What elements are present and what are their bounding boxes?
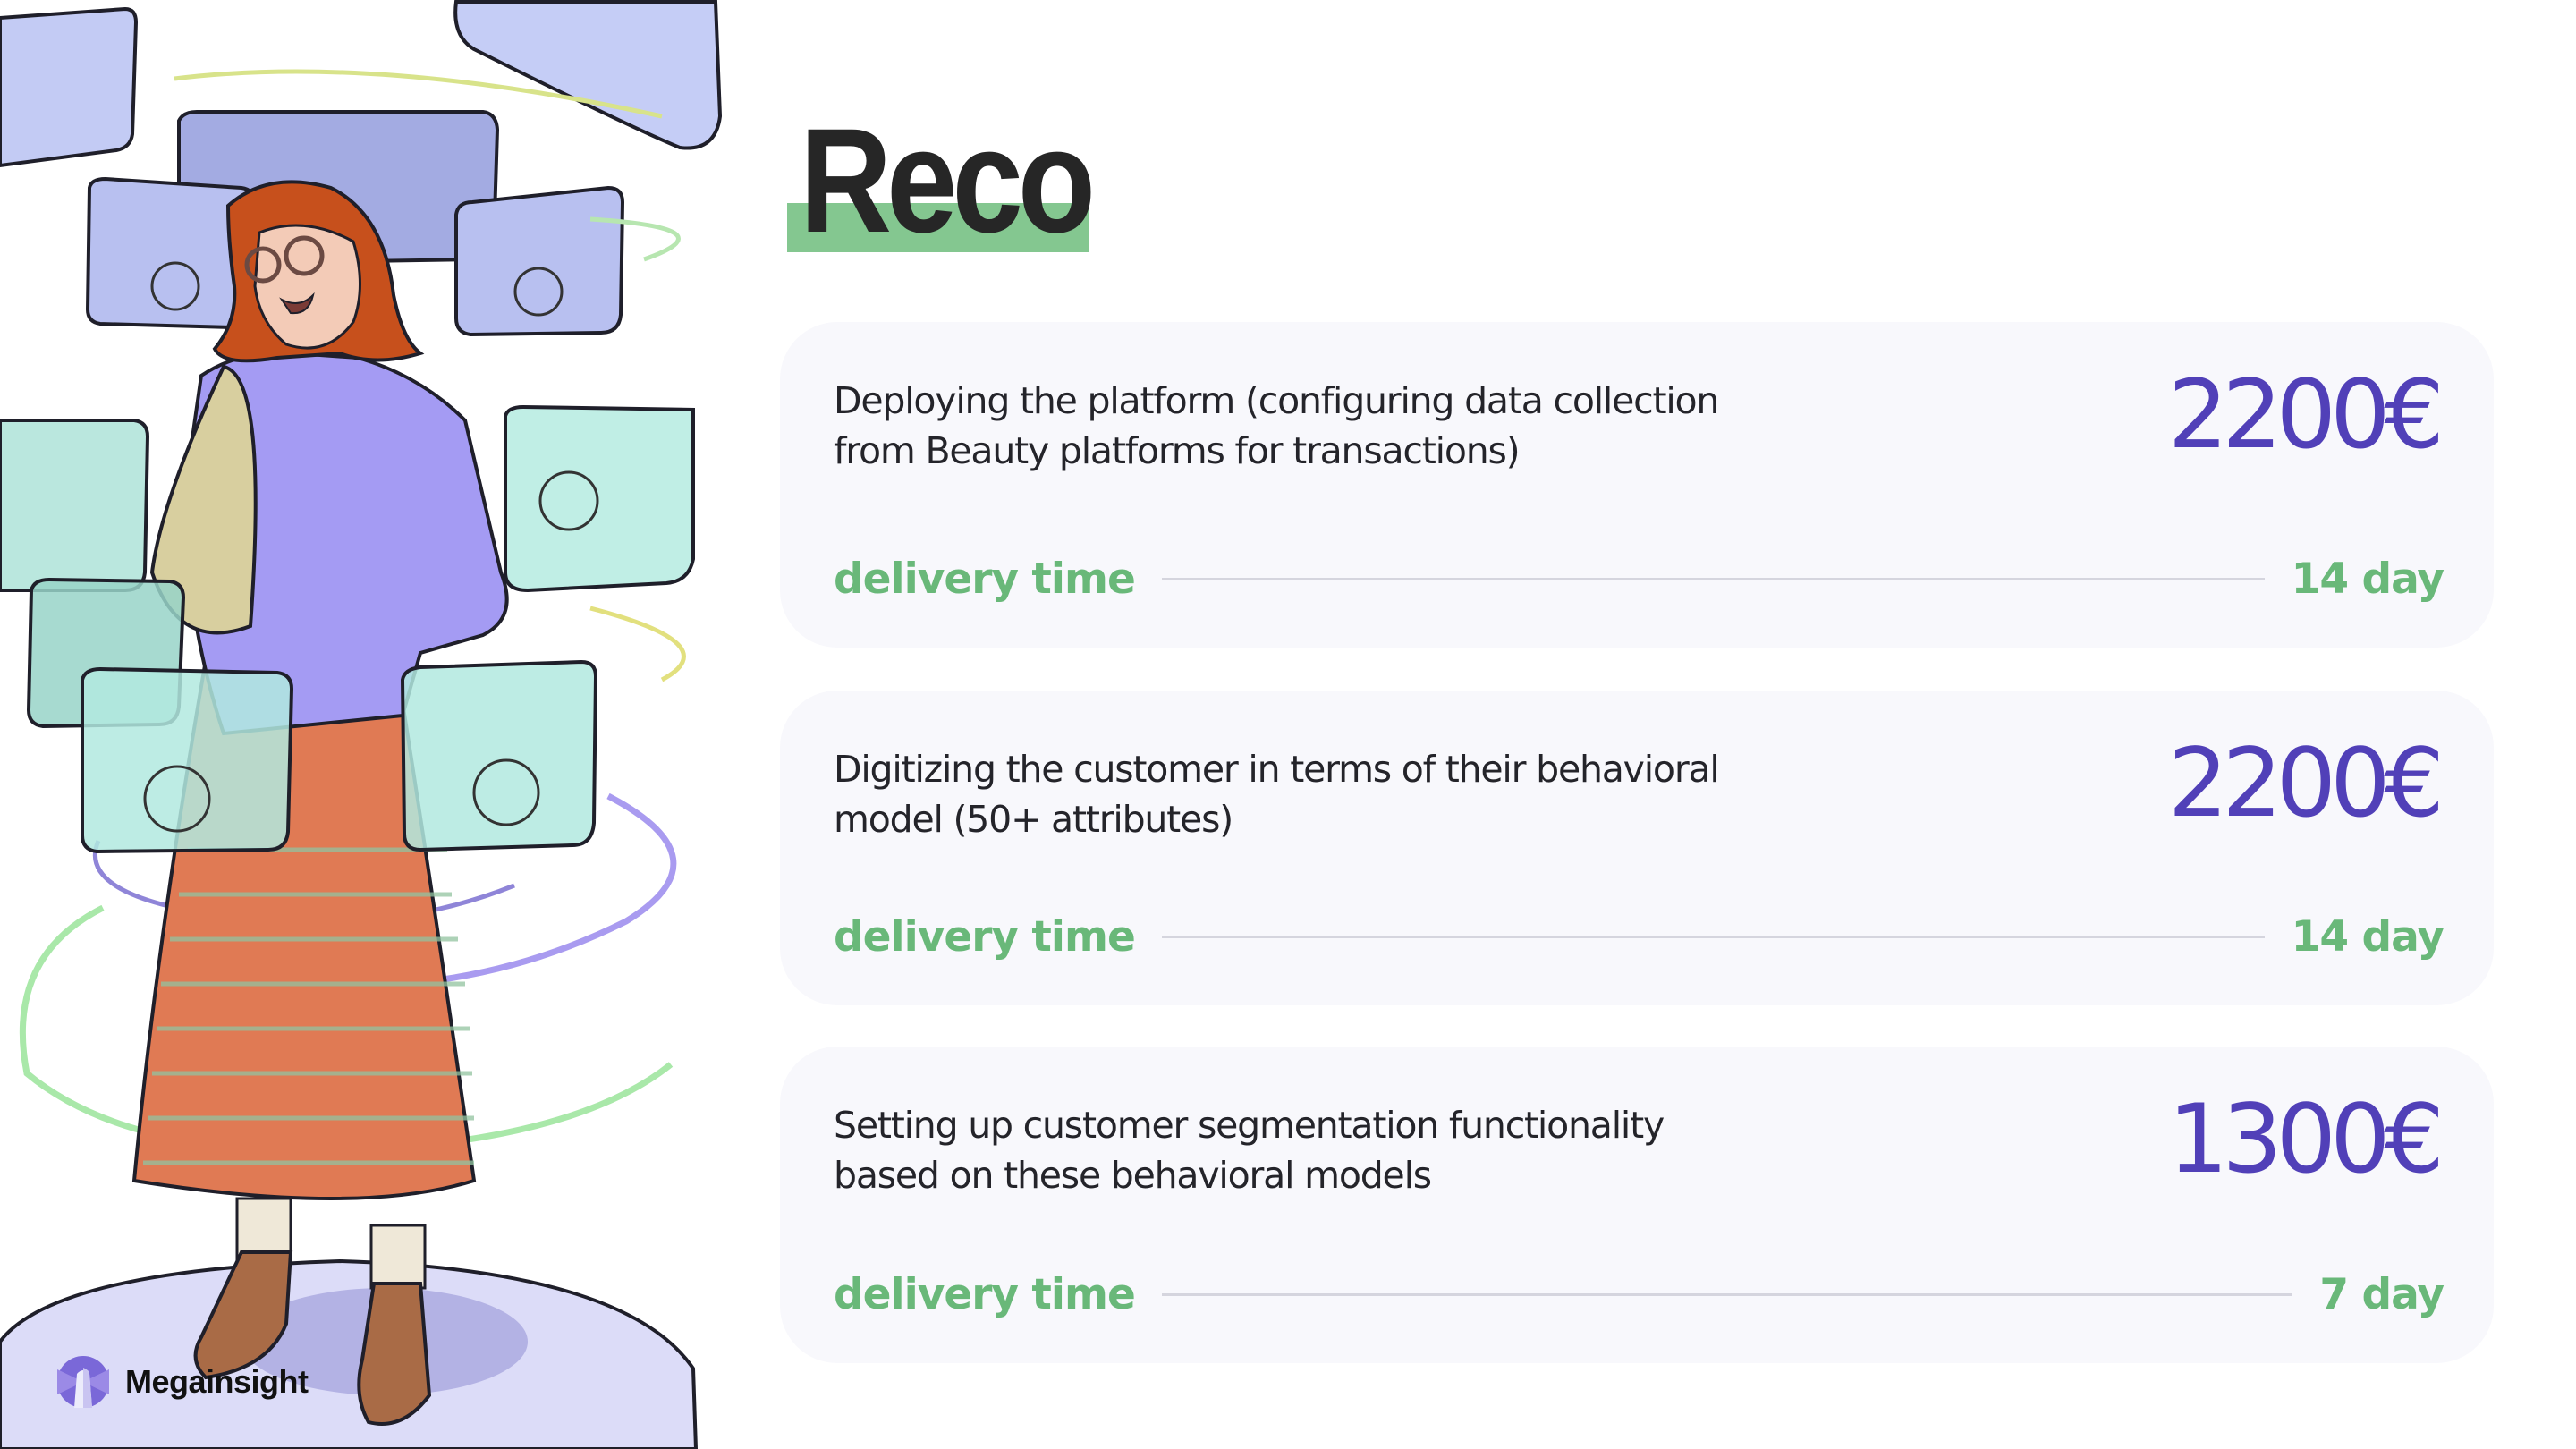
orbit-ring: [402, 792, 677, 987]
floating-panel: [0, 419, 150, 592]
floating-panel: [504, 404, 695, 593]
phone-icon: [538, 470, 599, 531]
orbit-ring: [589, 216, 681, 262]
delivery-row: delivery time 7 day: [834, 1265, 2445, 1324]
dress-pattern: [143, 847, 474, 1165]
boot: [193, 1250, 293, 1380]
glasses-lens: [244, 246, 282, 284]
laptop-icon: [143, 765, 211, 833]
people-icon: [150, 261, 200, 311]
description-line: from Beauty platforms for transactions): [834, 429, 1521, 472]
page-title: Reco: [800, 98, 1096, 264]
delivery-row: delivery time 14 day: [834, 549, 2445, 608]
floating-panel: [454, 185, 625, 337]
delivery-divider: [1161, 1292, 2293, 1296]
service-description: Setting up customer segmentation functio…: [834, 1100, 1907, 1200]
service-price: 1300€: [2167, 1084, 2445, 1194]
delivery-divider: [1161, 577, 2265, 580]
glasses-lens: [284, 235, 325, 276]
page-title-block: Reco: [787, 107, 1163, 259]
delivery-divider: [1161, 935, 2265, 938]
brand-logo: Megainsight: [57, 1356, 309, 1408]
delivery-value: 7 day: [2319, 1269, 2445, 1319]
bag-strap: [149, 364, 258, 635]
delivery-value: 14 day: [2291, 554, 2445, 604]
service-card: Digitizing the customer in terms of thei…: [780, 691, 2494, 1005]
delivery-row: delivery time 14 day: [834, 907, 2445, 966]
title-highlight-bar: [787, 203, 1089, 252]
orbit-ring: [174, 69, 663, 119]
sock: [369, 1224, 427, 1290]
floating-panel: [0, 6, 139, 168]
delivery-label: delivery time: [834, 911, 1136, 962]
hero-illustration: [0, 0, 723, 1449]
floating-panel: [453, 0, 723, 150]
service-price: 2200€: [2167, 728, 2445, 838]
brand-name: Megainsight: [125, 1363, 309, 1400]
devices-icon: [513, 267, 564, 317]
boot: [357, 1282, 432, 1426]
service-card: Deploying the platform (configuring data…: [780, 322, 2494, 648]
floating-panel: [80, 666, 294, 854]
description-line: model (50+ attributes): [834, 798, 1233, 841]
face: [253, 224, 361, 350]
service-description: Digitizing the customer in terms of thei…: [834, 744, 1907, 844]
delivery-label: delivery time: [834, 1269, 1136, 1319]
smile: [279, 292, 315, 315]
service-description: Deploying the platform (configuring data…: [834, 376, 1907, 476]
floating-panel: [400, 659, 598, 852]
delivery-value: 14 day: [2291, 911, 2445, 962]
service-card: Setting up customer segmentation functio…: [780, 1046, 2494, 1363]
description-line: Deploying the platform (configuring data…: [834, 379, 1719, 422]
orbit-ring: [589, 606, 686, 682]
description-line: Digitizing the customer in terms of thei…: [834, 748, 1720, 791]
filters-icon: [472, 758, 540, 826]
description-line: based on these behavioral models: [834, 1154, 1432, 1197]
service-price: 2200€: [2167, 360, 2445, 470]
lighthouse-icon: [57, 1356, 109, 1408]
description-line: Setting up customer segmentation functio…: [834, 1104, 1665, 1147]
delivery-label: delivery time: [834, 554, 1136, 604]
